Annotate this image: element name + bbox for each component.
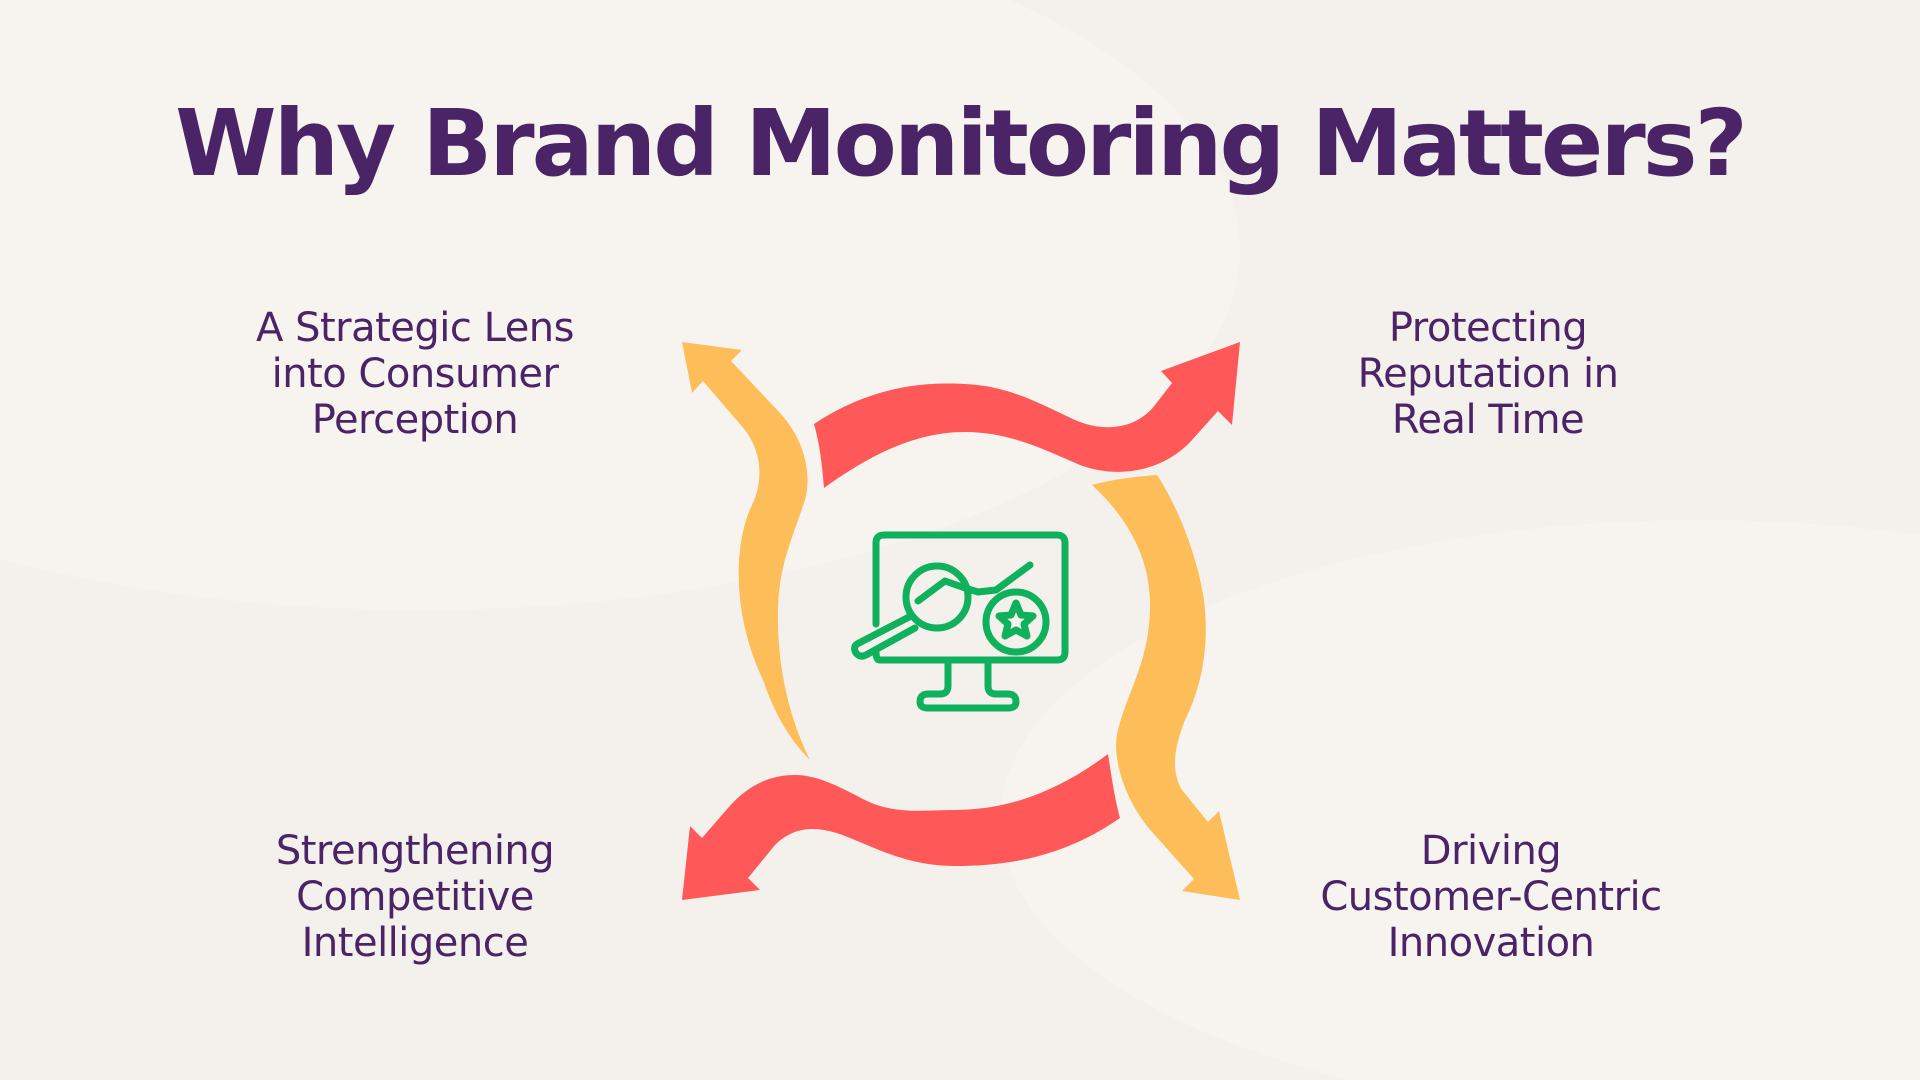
monitor-screen [872, 531, 1069, 664]
label-line: A Strategic Lens [256, 305, 575, 351]
monitor-magnifier-star-icon [851, 531, 1069, 712]
label-line: Reputation in [1357, 351, 1619, 397]
magnifier-lens [902, 562, 972, 632]
background-blob-top-left [0, 0, 1240, 610]
star-badge [982, 588, 1050, 656]
label-line: into Consumer [271, 351, 559, 397]
label-line: Driving [1420, 828, 1562, 874]
page-title: Why Brand Monitoring Matters? [175, 90, 1748, 197]
background-blob-bottom-right [1000, 520, 1920, 1080]
item-label-top-left: A Strategic Lens into Consumer Perceptio… [155, 305, 675, 443]
item-label-top-right: Protecting Reputation in Real Time [1228, 305, 1748, 443]
red-arrow-down-left [682, 754, 1120, 900]
red-arrow-up-right [814, 342, 1240, 488]
label-line: Intelligence [301, 920, 529, 966]
label-line: Innovation [1387, 920, 1595, 966]
label-line: Competitive [296, 874, 534, 920]
magnifier-handle [851, 613, 919, 660]
item-label-bottom-right: Driving Customer-Centric Innovation [1231, 828, 1751, 966]
item-label-bottom-left: Strengthening Competitive Intelligence [155, 828, 675, 966]
label-line: Strengthening [275, 828, 555, 874]
label-line: Protecting [1388, 305, 1588, 351]
label-line: Real Time [1391, 397, 1585, 443]
monitor-stand [916, 658, 1020, 712]
label-line: Perception [311, 397, 519, 443]
trend-line [914, 561, 1034, 605]
yellow-arrow-down-right [1092, 475, 1240, 900]
label-line: Customer-Centric [1320, 874, 1662, 920]
star-icon [995, 599, 1037, 640]
yellow-arrow-up-left [682, 342, 810, 760]
